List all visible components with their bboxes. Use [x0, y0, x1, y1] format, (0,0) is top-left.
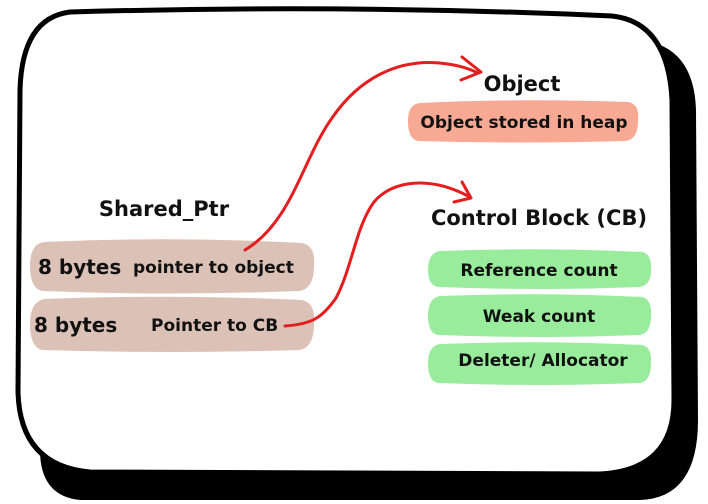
arrow-to-object: [243, 61, 480, 252]
object-title: Object: [484, 72, 561, 96]
arrowhead-control-block: [452, 180, 473, 204]
control-block-item-label: Weak count: [483, 307, 595, 327]
object-content: Object stored in heap: [420, 113, 627, 133]
field-0-label: pointer to object: [133, 258, 294, 278]
shared-ptr-field-cb-pointer: [30, 296, 315, 352]
control-block-item-label: Reference count: [460, 261, 617, 281]
control-block-item-label: Deleter/ Allocator: [458, 351, 628, 371]
object-pill: [408, 100, 639, 143]
arrow-to-control-block: [283, 181, 470, 328]
shared-ptr-field-object-pointer: [30, 239, 315, 294]
control-block-item-weak-count: [428, 294, 652, 337]
field-0-size: 8 bytes: [38, 255, 121, 279]
control-block-item-reference-count: [428, 249, 652, 289]
arrowhead-object: [459, 55, 483, 82]
field-1-size: 8 bytes: [34, 313, 117, 337]
shared-ptr-title: Shared_Ptr: [99, 197, 230, 221]
field-1-label: Pointer to CB: [151, 316, 278, 336]
control-block-title: Control Block (CB): [431, 206, 647, 230]
control-block-item-deleter-allocator: [428, 342, 652, 385]
